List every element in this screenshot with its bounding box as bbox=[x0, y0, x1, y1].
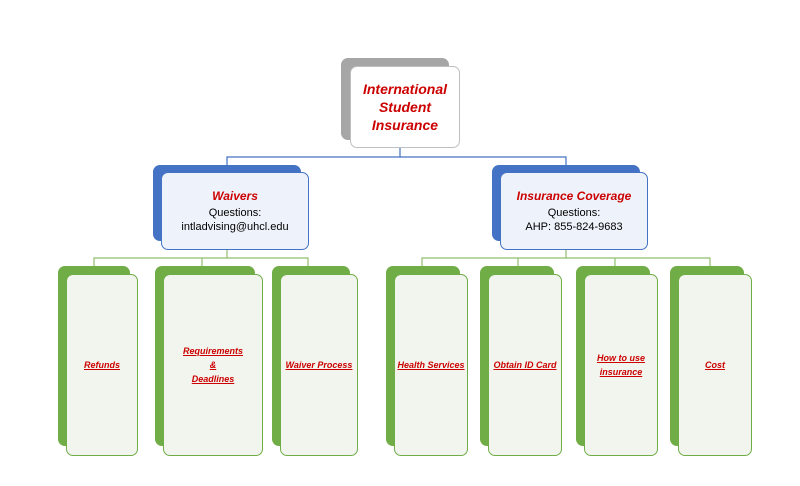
waivers-contact: intladvising@uhcl.edu bbox=[181, 221, 289, 233]
refunds-link[interactable]: Refunds bbox=[84, 360, 120, 370]
requirements-deadlines-link[interactable]: Requirements & Deadlines bbox=[183, 344, 243, 386]
coverage-contact: AHP: 855-824-9683 bbox=[525, 221, 623, 233]
leaf-obtain-id-card-box: Obtain ID Card bbox=[488, 274, 562, 456]
health-services-link[interactable]: Health Services bbox=[397, 360, 465, 370]
waiver-process-link[interactable]: Waiver Process bbox=[285, 360, 353, 370]
how-to-use-line-2: insurance bbox=[599, 367, 643, 377]
how-to-use-line-1: How to use bbox=[596, 353, 645, 363]
leaf-refunds-box: Refunds bbox=[66, 274, 138, 456]
obtain-id-card-link[interactable]: Obtain ID Card bbox=[493, 360, 557, 370]
how-to-use-insurance-link[interactable]: How to use insurance bbox=[597, 351, 645, 379]
cost-link[interactable]: Cost bbox=[705, 360, 725, 370]
requirements-line-3: Deadlines bbox=[191, 374, 235, 384]
leaf-how-to-use-box: How to use insurance bbox=[584, 274, 658, 456]
leaf-cost-box: Cost bbox=[678, 274, 752, 456]
requirements-line-2: & bbox=[209, 360, 217, 370]
leaf-requirements-box: Requirements & Deadlines bbox=[163, 274, 263, 456]
leaf-waiver-process-box: Waiver Process bbox=[280, 274, 358, 456]
root-title: International Student Insurance bbox=[362, 81, 447, 133]
coverage-node-box: Insurance Coverage Questions: AHP: 855-8… bbox=[500, 172, 648, 250]
coverage-questions-label: Questions: bbox=[547, 207, 601, 219]
waivers-title: Waivers bbox=[212, 189, 258, 203]
requirements-line-1: Requirements bbox=[182, 346, 244, 356]
waivers-questions-label: Questions: bbox=[208, 207, 262, 219]
root-node-box: International Student Insurance bbox=[350, 66, 460, 148]
waivers-node-box: Waivers Questions: intladvising@uhcl.edu bbox=[161, 172, 309, 250]
coverage-title: Insurance Coverage bbox=[516, 189, 632, 203]
leaf-health-services-box: Health Services bbox=[394, 274, 468, 456]
